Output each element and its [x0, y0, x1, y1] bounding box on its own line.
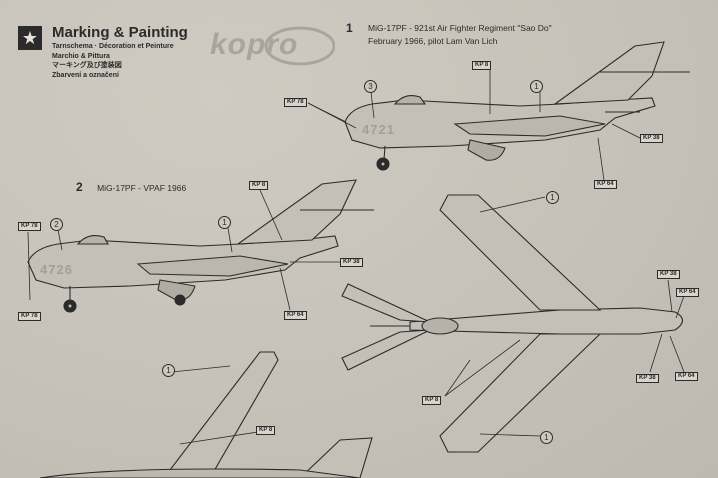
mig17-planform-bottom: [39, 351, 373, 478]
kp78-callout: KP 78: [18, 312, 41, 321]
subtitle-line: マーキング及び塗装図: [52, 62, 122, 69]
marking-number-1: 1: [218, 216, 231, 229]
kp38-callout: KP 38: [640, 134, 663, 143]
marking-number-1: 1: [540, 431, 553, 444]
profile-1-title: MiG-17PF - 921st Air Fighter Regiment "S…: [368, 23, 552, 33]
subtitle-line: Marchio & Pittura: [52, 53, 110, 60]
kp38-callout: KP 38: [340, 258, 363, 267]
profile-number: 2: [76, 180, 83, 194]
kp8-callout: KP 8: [472, 61, 492, 70]
serial-number-1: 4721: [362, 122, 395, 137]
profile-2-caption: 2 MiG-17PF - VPAF 1966: [76, 180, 186, 194]
marking-number-1: 1: [546, 191, 559, 204]
subtitle-line: Tarnschema · Décoration et Peinture: [52, 43, 174, 50]
kp78-callout: KP 78: [18, 222, 41, 231]
mig17-planform-top: [341, 194, 684, 453]
kp8-callout: KP 8: [249, 181, 269, 190]
mig17-profile-2: [27, 179, 374, 313]
marking-number-1: 1: [530, 80, 543, 93]
kp64-callout: KP 64: [284, 311, 307, 320]
profile-number: 1: [346, 21, 353, 35]
kp8-callout: KP 8: [422, 396, 442, 405]
kp78-callout: KP 78: [284, 98, 307, 107]
star-insignia-icon: ★: [18, 26, 42, 50]
profile-2-title: MiG-17PF - VPAF 1966: [97, 183, 187, 193]
callout-leader-lines: [27, 70, 685, 445]
profile-1-subtitle: February 1966, pilot Lam Van Lich: [368, 36, 498, 46]
logo-text: kopro: [210, 28, 299, 61]
kopro-logo: kopro: [200, 24, 335, 68]
marking-number-1: 1: [162, 364, 175, 377]
marking-number-2: 2: [50, 218, 63, 231]
kp64-callout: KP 64: [676, 288, 699, 297]
mig17-profile-1: [344, 41, 690, 171]
kp38-callout: KP 38: [657, 270, 680, 279]
subtitle-line: Zbarvení a označení: [52, 72, 119, 79]
kp8-callout: KP 8: [256, 426, 276, 435]
kp64-callout: KP 64: [594, 180, 617, 189]
kp64-callout: KP 64: [675, 372, 698, 381]
page-title: Marking & Painting: [52, 24, 188, 41]
kp38-callout: KP 38: [636, 374, 659, 383]
marking-number-3: 3: [364, 80, 377, 93]
serial-number-2: 4726: [40, 262, 73, 277]
